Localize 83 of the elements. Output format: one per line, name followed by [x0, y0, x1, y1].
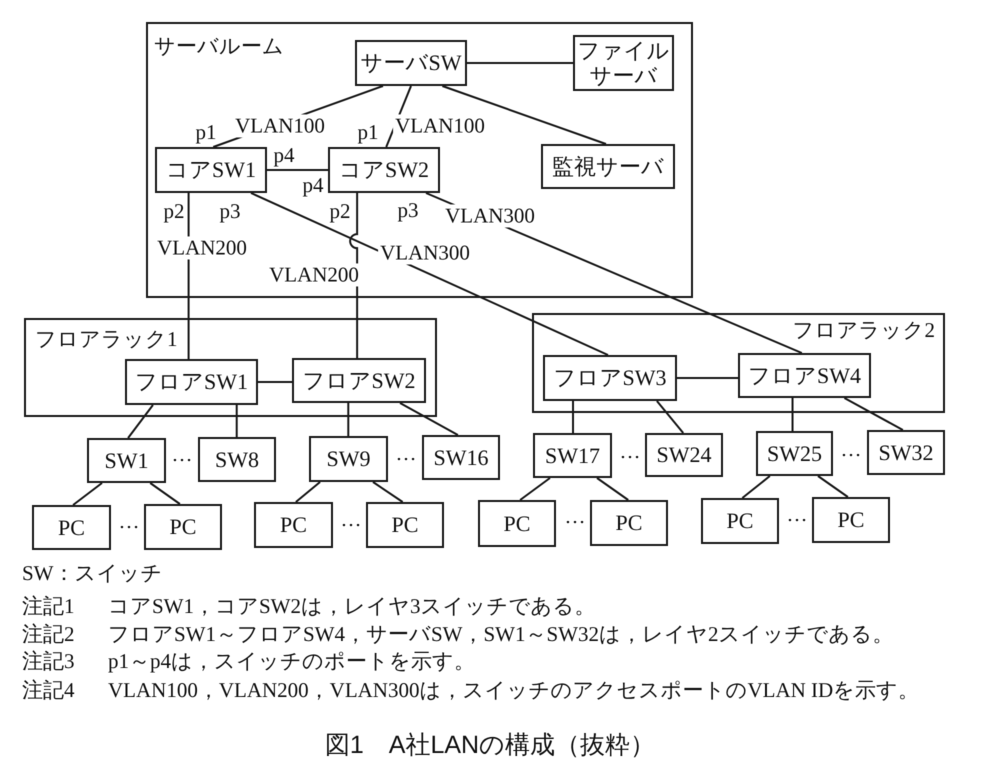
switch-box: SW8: [198, 437, 276, 482]
switch-box: フロアSW1: [125, 359, 258, 405]
group-title: サーバルーム: [154, 34, 284, 60]
abbreviation-note: SW：スイッチ: [22, 560, 162, 586]
connection-line: [347, 403, 350, 436]
switch-box: フロアSW2: [292, 358, 426, 403]
switch-box: コアSW1: [155, 147, 267, 193]
pc-box: PC: [701, 498, 779, 544]
connection-line: [520, 477, 551, 501]
port-label: p1: [358, 120, 378, 144]
switch-box: SW17: [533, 433, 612, 478]
pc-box: PC: [478, 500, 556, 547]
ellipsis-text: …: [786, 502, 808, 526]
port-label: p4: [302, 172, 324, 198]
switch-box: SW16: [422, 435, 500, 480]
connection-line: [817, 475, 848, 498]
edge-label: VLAN200: [155, 236, 249, 260]
pc-box: PC: [812, 497, 890, 543]
connection-line: [442, 85, 606, 145]
connection-line: [656, 400, 684, 434]
connection-line: [258, 381, 292, 383]
pc-box: PC: [254, 502, 333, 548]
note-number: 注記3: [22, 648, 74, 674]
note-number: 注記4: [22, 678, 74, 702]
pc-box: PC: [144, 504, 222, 550]
switch-box: SW1: [87, 438, 166, 483]
ellipsis-text: …: [172, 442, 192, 466]
note-text: コアSW1，コアSW2は，レイヤ3スイッチである。: [108, 594, 596, 618]
connection-line: [792, 398, 794, 431]
switch-box: SW24: [645, 433, 723, 477]
note-number: 注記1: [22, 594, 74, 618]
port-label: p2: [164, 198, 184, 224]
connection-line: [372, 481, 404, 503]
note-text: フロアSW1～フロアSW4，サーバSW，SW1～SW32は，レイヤ2スイッチである。: [108, 622, 894, 646]
connection-line: [596, 477, 629, 501]
switch-box: コアSW2: [328, 147, 440, 193]
port-label: p1: [196, 120, 216, 144]
connection-line: [677, 377, 738, 379]
connection-line: [127, 404, 154, 439]
group-title: フロアラック2: [792, 318, 935, 344]
group-title: フロアラック1: [35, 327, 178, 352]
ellipsis-text: …: [340, 506, 362, 532]
ellipsis-text: …: [620, 438, 640, 464]
connection-line: [572, 401, 574, 433]
connection-line: [844, 397, 904, 431]
note-text: p1～p4は，スイッチのポートを示す。: [108, 648, 475, 674]
connection-line: [467, 62, 573, 64]
ellipsis-text: …: [564, 504, 586, 528]
server-box: 監視サーバ: [541, 144, 675, 189]
edge-label: VLAN300: [443, 204, 537, 228]
connection-line: [236, 405, 238, 437]
note-text: VLAN100，VLAN200，VLAN300は，スイッチのアクセスポートのVLAN IDを示す。: [108, 678, 920, 702]
pc-box: PC: [366, 502, 444, 548]
connection-line: [72, 482, 103, 506]
edge-label: VLAN100: [233, 114, 327, 138]
switch-box: SW9: [309, 436, 388, 482]
pc-box: PC: [32, 505, 111, 550]
connection-line: [742, 475, 770, 499]
ellipsis-text: …: [840, 436, 862, 462]
connection-line: [400, 402, 458, 436]
connection-line: [150, 482, 180, 505]
ellipsis-text: …: [396, 440, 416, 466]
floor-rack-frame: [24, 318, 437, 417]
figure-caption: 図1 A社LANの構成（抜粋）: [324, 730, 656, 760]
connection-line: [295, 481, 321, 503]
connection-line: [250, 192, 608, 356]
server-box: ファイルサーバ: [573, 35, 674, 91]
switch-box: フロアSW3: [543, 355, 677, 401]
port-label: p3: [398, 198, 418, 222]
port-label: p3: [220, 198, 240, 224]
switch-box: フロアSW4: [738, 353, 871, 398]
pc-box: PC: [590, 500, 668, 546]
connection-line: [267, 169, 328, 171]
port-label: p4: [274, 142, 294, 168]
switch-box: SW25: [756, 431, 833, 476]
floor-rack-frame: [532, 313, 945, 413]
switch-box: SW32: [867, 430, 945, 475]
ellipsis-text: …: [118, 508, 140, 534]
switch-box: サーバSW: [355, 40, 467, 86]
port-label: p2: [330, 198, 350, 224]
edge-label: VLAN200: [267, 263, 361, 287]
note-number: 注記2: [22, 622, 74, 646]
server-room-frame: [146, 22, 693, 298]
